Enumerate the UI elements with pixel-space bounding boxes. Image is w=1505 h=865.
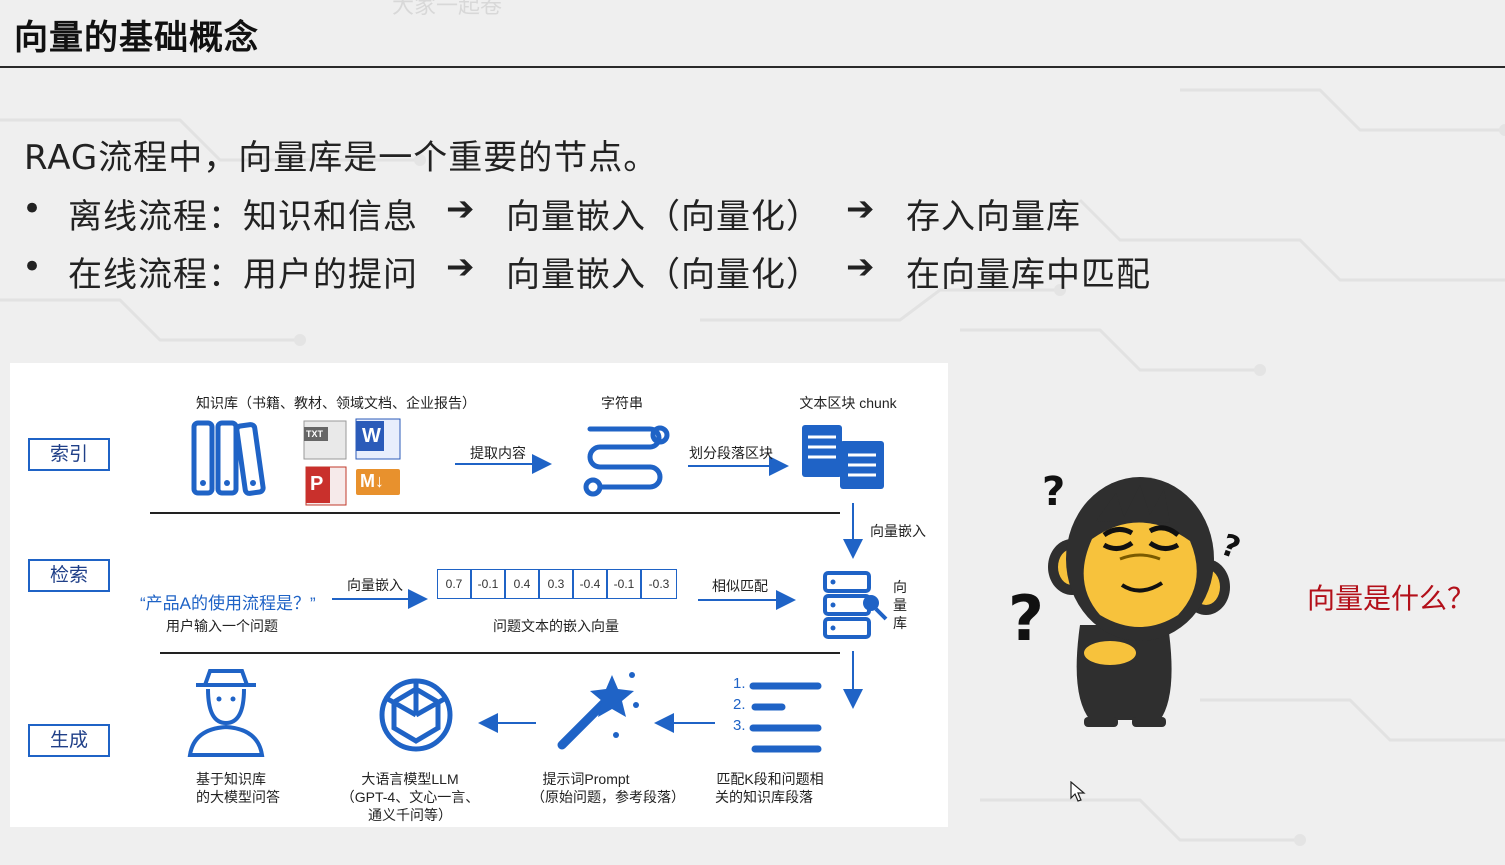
diagram-graphics <box>150 418 888 757</box>
bullet-step1: 向量嵌入（向量化） <box>506 255 821 295</box>
slide-title: 向量的基础概念 <box>14 18 259 58</box>
bullet-marker: • <box>22 247 44 287</box>
svg-text:?: ? <box>1042 469 1065 515</box>
md-label: M↓ <box>360 471 384 491</box>
mouse-cursor-icon <box>1070 781 1086 802</box>
query-embed-label: 向量嵌入 <box>347 577 403 593</box>
vector-cell: -0.1 <box>471 569 505 599</box>
match-caption: 匹配K段和问题相 <box>716 771 824 787</box>
chunk-label: 文本区块 chunk <box>799 395 897 411</box>
ppt-label: P <box>310 473 324 495</box>
string-label: 字符串 <box>601 395 643 411</box>
openai-icon <box>379 678 453 752</box>
stage-index: 索引 <box>28 438 110 471</box>
numbered-list-icon <box>749 682 822 753</box>
embed-label: 向量嵌入 <box>870 523 926 539</box>
watermark: 大家一起卷 <box>392 0 503 19</box>
kb-label: 知识库（书籍、教材、领域文档、企业报告） <box>196 395 476 411</box>
vector-cell: 0.4 <box>505 569 539 599</box>
vector-cell: -0.4 <box>573 569 607 599</box>
bullet-offline: • 离线流程：知识和信息 ➔ 向量嵌入（向量化） ➔ 存入向量库 <box>0 189 1200 237</box>
db-label-char: 库 <box>893 615 907 631</box>
bullet-online: • 在线流程：用户的提问 ➔ 向量嵌入（向量化） ➔ 在向量库中匹配 <box>0 247 1200 295</box>
llm-caption: 大语言模型LLM <box>361 771 459 787</box>
arrow-icon: ➔ <box>446 247 476 287</box>
db-label-char: 向 <box>893 579 907 595</box>
extract-label: 提取内容 <box>470 445 526 461</box>
split-label: 划分段落区块 <box>689 445 773 461</box>
bullet-label: 离线流程：知识和信息 <box>68 197 418 237</box>
svg-text:?: ? <box>1008 582 1044 655</box>
string-icon <box>583 425 670 497</box>
vector-cell: 0.7 <box>437 569 471 599</box>
arrow-icon: ➔ <box>846 189 876 229</box>
question-text: 向量是什么？ <box>1307 582 1476 615</box>
bullet-step2: 存入向量库 <box>906 197 1081 237</box>
match-caption: 关的知识库段落 <box>715 789 813 805</box>
arrow-icon: ➔ <box>846 247 876 287</box>
word-label: W <box>362 425 381 447</box>
txt-label: TXT <box>306 429 323 439</box>
stage-retrieve: 检索 <box>28 559 110 592</box>
magic-wand-icon <box>557 672 639 750</box>
answer-caption: 的大模型问答 <box>196 789 280 805</box>
person-icon <box>187 669 265 757</box>
vector-cell: 0.3 <box>539 569 573 599</box>
word-file-icon <box>355 418 401 460</box>
rag-diagram: 索引 检索 生成 知识库（书籍、教材、领域文档、企业报告） 字符串 文本区块 c… <box>10 363 948 827</box>
llm-caption: 通义千问等） <box>368 807 452 823</box>
monkey-mascot-icon: ? ? ? <box>1008 469 1245 727</box>
user-query: “产品A的使用流程是？” <box>140 594 316 613</box>
arrow-icon: ➔ <box>446 189 476 229</box>
intro-line: RAG流程中，向量库是一个重要的节点。 <box>24 138 659 178</box>
bullet-step2: 在向量库中匹配 <box>906 255 1151 295</box>
bullet-step1: 向量嵌入（向量化） <box>506 197 821 237</box>
list-number: 1. <box>733 675 746 692</box>
prompt-caption: 提示词Prompt <box>542 771 630 787</box>
vector-db-icon <box>823 571 871 639</box>
bullet-label: 在线流程：用户的提问 <box>68 255 418 295</box>
stage-generate: 生成 <box>28 724 110 757</box>
list-number: 2. <box>733 696 746 713</box>
vector-caption: 问题文本的嵌入向量 <box>493 618 619 634</box>
markdown-file-icon <box>356 469 400 495</box>
books-icon <box>191 420 266 496</box>
list-number: 3. <box>733 717 746 734</box>
slide-header: 大家一起卷 向量的基础概念 <box>0 0 1505 68</box>
vector-cell: -0.1 <box>607 569 641 599</box>
svg-text:?: ? <box>1216 528 1244 567</box>
bullet-marker: • <box>22 189 44 229</box>
prompt-caption: （原始问题，参考段落） <box>531 789 685 805</box>
txt-file-icon <box>303 420 347 460</box>
match-label: 相似匹配 <box>712 578 768 594</box>
answer-caption: 基于知识库 <box>196 771 266 787</box>
db-label-char: 量 <box>893 597 907 613</box>
vector-cell: -0.3 <box>641 569 677 599</box>
ppt-file-icon <box>305 466 347 506</box>
query-caption: 用户输入一个问题 <box>166 618 278 634</box>
llm-caption: （GPT-4、文心一言、 <box>340 789 480 805</box>
